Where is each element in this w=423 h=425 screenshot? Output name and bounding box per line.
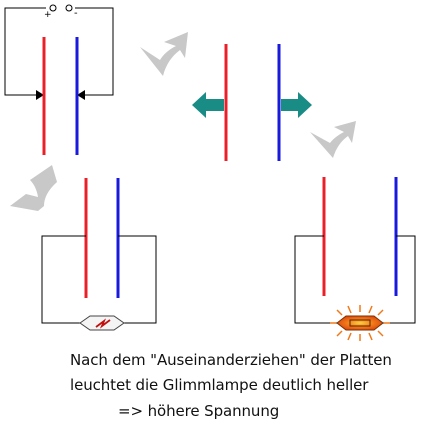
wire-left xyxy=(41,235,86,324)
arrowhead-left xyxy=(36,90,44,100)
terminal-minus xyxy=(65,4,73,12)
wire-right xyxy=(75,7,114,96)
panel-close-plates-lamp xyxy=(41,178,157,331)
arrowhead-right xyxy=(77,90,85,100)
panel-charging: + - xyxy=(4,4,114,155)
step-arrow-2-icon xyxy=(310,121,356,158)
glow-rays-icon xyxy=(330,305,390,341)
panel-separated-plates-lamp xyxy=(294,177,416,341)
terminal-plus-label: + xyxy=(44,10,52,20)
move-right-arrow-icon xyxy=(281,92,312,118)
terminal-minus-label: - xyxy=(74,8,78,19)
lamp-electrode-icon xyxy=(349,319,371,327)
lamp-spark-icon xyxy=(95,318,111,329)
move-left-arrow-icon xyxy=(192,92,224,118)
caption-line-1: Nach dem "Auseinanderziehen" der Platten xyxy=(70,351,392,369)
wire-right xyxy=(383,235,416,324)
caption-line-3: => höhere Spannung xyxy=(118,402,280,420)
glowing-lamp-icon xyxy=(336,315,384,331)
caption-line-2: leuchtet die Glimmlampe deutlich heller xyxy=(70,376,369,394)
wire-right xyxy=(118,235,157,324)
step-arrow-3-icon xyxy=(10,165,57,211)
wire-left xyxy=(4,7,46,96)
wire-left xyxy=(294,235,338,324)
panel-separating xyxy=(192,44,312,161)
step-arrow-1-icon xyxy=(140,32,188,76)
terminal-plus xyxy=(49,4,57,12)
